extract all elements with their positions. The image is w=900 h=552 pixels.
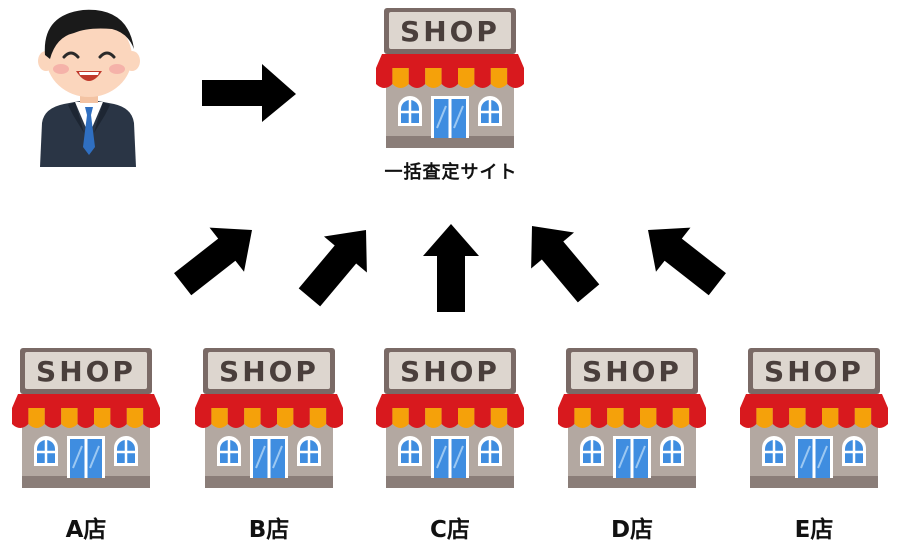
store-b-label: B店 bbox=[248, 517, 290, 543]
store-d-label: D店 bbox=[610, 517, 654, 543]
arrow-d-to-site bbox=[510, 208, 611, 312]
store-c-shop-sign: SHOP bbox=[400, 355, 500, 388]
store-c-label: C店 bbox=[430, 517, 470, 543]
site-label: 一括査定サイト bbox=[384, 162, 518, 183]
arrow-e-to-site bbox=[630, 207, 735, 307]
store-a-label: A店 bbox=[65, 517, 107, 543]
businessman-icon bbox=[38, 9, 140, 167]
store-a-shop-sign: SHOP bbox=[36, 355, 136, 388]
site-shop-sign: SHOP bbox=[400, 15, 500, 48]
arrow-a-to-site bbox=[165, 207, 270, 307]
arrow-c-to-site bbox=[423, 224, 479, 312]
store-d-shop-sign: SHOP bbox=[582, 355, 682, 388]
store-e-label: E店 bbox=[794, 517, 834, 543]
arrow-person-to-site bbox=[202, 64, 296, 122]
store-b-shop-sign: SHOP bbox=[219, 355, 319, 388]
arrow-b-to-site bbox=[287, 212, 388, 316]
store-e-shop-sign: SHOP bbox=[764, 355, 864, 388]
